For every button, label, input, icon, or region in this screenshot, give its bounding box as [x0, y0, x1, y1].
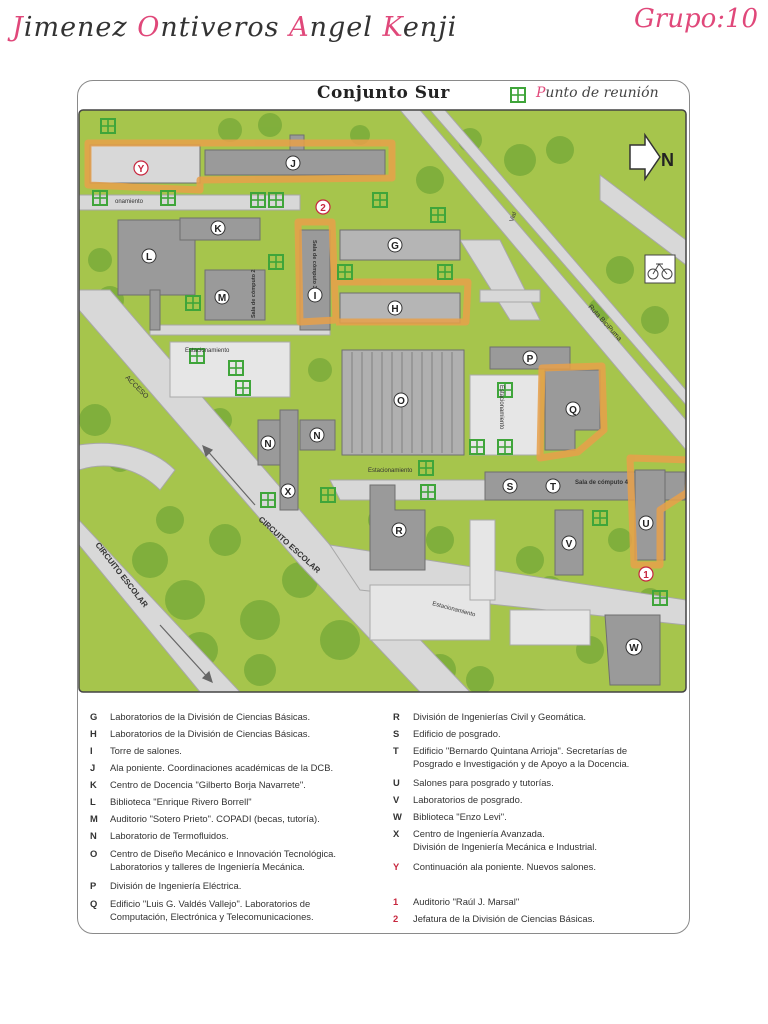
svg-text:O: O: [397, 396, 405, 407]
svg-text:N: N: [313, 431, 320, 442]
svg-text:K: K: [214, 224, 222, 235]
svg-text:Q: Q: [569, 405, 577, 416]
building-marker-x: X: [280, 483, 296, 499]
svg-text:2: 2: [320, 203, 326, 214]
svg-text:S: S: [507, 482, 514, 493]
svg-text:M: M: [218, 293, 226, 304]
building-marker-u: U: [638, 515, 654, 531]
building-marker-j: J: [285, 155, 301, 171]
svg-text:G: G: [391, 241, 399, 252]
svg-text:X: X: [285, 487, 292, 498]
svg-text:V: V: [566, 539, 573, 550]
sala3-label: Sala de cómputo 3: [311, 240, 317, 289]
name-part: Kenji: [382, 12, 458, 43]
svg-text:H: H: [391, 304, 398, 315]
student-name: Jimenez Ontiveros Angel Kenji: [12, 12, 457, 43]
building-marker-g: G: [387, 237, 403, 253]
svg-text:T: T: [550, 482, 556, 493]
parking-label-east: Estacionamiento: [498, 385, 504, 430]
north-arrow-icon: N: [629, 132, 674, 182]
building-marker-k: K: [210, 220, 226, 236]
building-marker-p: P: [522, 350, 538, 366]
parking-label-west: Estacionamiento: [185, 348, 230, 354]
building-marker-n2: N: [309, 427, 325, 443]
name-part: Angel: [289, 12, 383, 43]
building-marker-q: Q: [565, 401, 581, 417]
building-marker-2: 2: [315, 199, 331, 215]
sala2-label: Sala de cómputo 2: [251, 269, 257, 318]
svg-text:L: L: [146, 252, 152, 263]
name-part: Ontiveros: [137, 12, 290, 43]
group-number: Grupo:10: [634, 4, 759, 34]
svg-text:W: W: [629, 643, 639, 654]
building-marker-m: M: [214, 289, 230, 305]
building-marker-r: R: [391, 522, 407, 538]
building-marker-i: I: [307, 287, 323, 303]
building-marker-s: S: [502, 478, 518, 494]
bike-icon: [644, 254, 676, 284]
highlight-marks: [84, 139, 686, 569]
svg-text:N: N: [661, 150, 674, 170]
parking-label-top: onamiento: [115, 199, 144, 205]
svg-text:1: 1: [643, 570, 649, 581]
name-part: Jimenez: [12, 12, 138, 43]
direction-arrows: [159, 444, 256, 684]
building-o-stripes: [351, 352, 453, 453]
svg-text:P: P: [527, 354, 534, 365]
vial-label: Vial: [509, 211, 518, 222]
sala4-label: Sala de cómputo 4: [575, 480, 629, 486]
svg-text:U: U: [642, 519, 649, 530]
svg-text:R: R: [395, 526, 403, 537]
building-marker-h: H: [387, 300, 403, 316]
building-marker-t: T: [545, 478, 561, 494]
building-marker-o: O: [393, 392, 409, 408]
svg-text:N: N: [264, 439, 271, 450]
building-marker-n1: N: [260, 435, 276, 451]
map-border: [78, 109, 687, 693]
meeting-point-label: Punto de reunión: [536, 85, 659, 101]
building-marker-y: Y: [133, 160, 149, 176]
map-title: Conjunto Sur: [317, 83, 450, 103]
svg-text:I: I: [314, 291, 317, 302]
meeting-point-icon: [510, 87, 526, 103]
building-marker-l: L: [141, 248, 157, 264]
parking-label-center: Estacionamiento: [368, 468, 413, 474]
building-marker-v: V: [561, 535, 577, 551]
svg-text:Y: Y: [138, 164, 145, 175]
building-marker-w: W: [625, 638, 643, 656]
building-marker-1: 1: [638, 566, 654, 582]
svg-text:J: J: [290, 159, 296, 170]
